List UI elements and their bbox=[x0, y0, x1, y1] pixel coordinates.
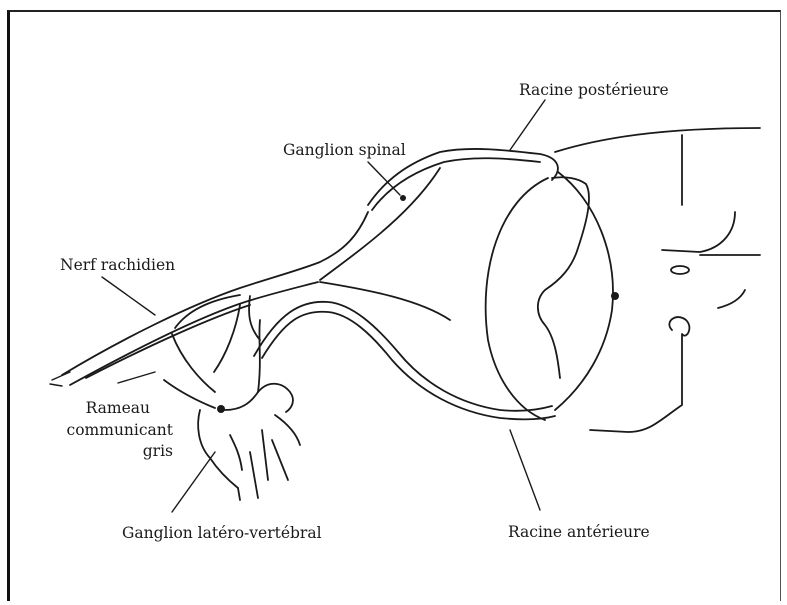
spinal-nerve bbox=[50, 212, 368, 386]
label-ganglion-spinal: Ganglion spinal bbox=[283, 141, 406, 159]
label-nerf-rachidien: Nerf rachidien bbox=[60, 256, 175, 274]
spinal-ganglion bbox=[320, 168, 619, 420]
label-gris: gris bbox=[143, 442, 173, 460]
label-racine-posterieure: Racine postérieure bbox=[519, 81, 669, 99]
label-rameau: Rameau bbox=[86, 399, 150, 417]
label-ganglion-latero-vertebral: Ganglion latéro-vertébral bbox=[122, 524, 322, 542]
spinal-cord-outline bbox=[555, 128, 760, 432]
anterior-root bbox=[254, 302, 555, 419]
label-communicant: communicant bbox=[67, 421, 174, 439]
label-racine-anterieure: Racine antérieure bbox=[508, 523, 650, 541]
